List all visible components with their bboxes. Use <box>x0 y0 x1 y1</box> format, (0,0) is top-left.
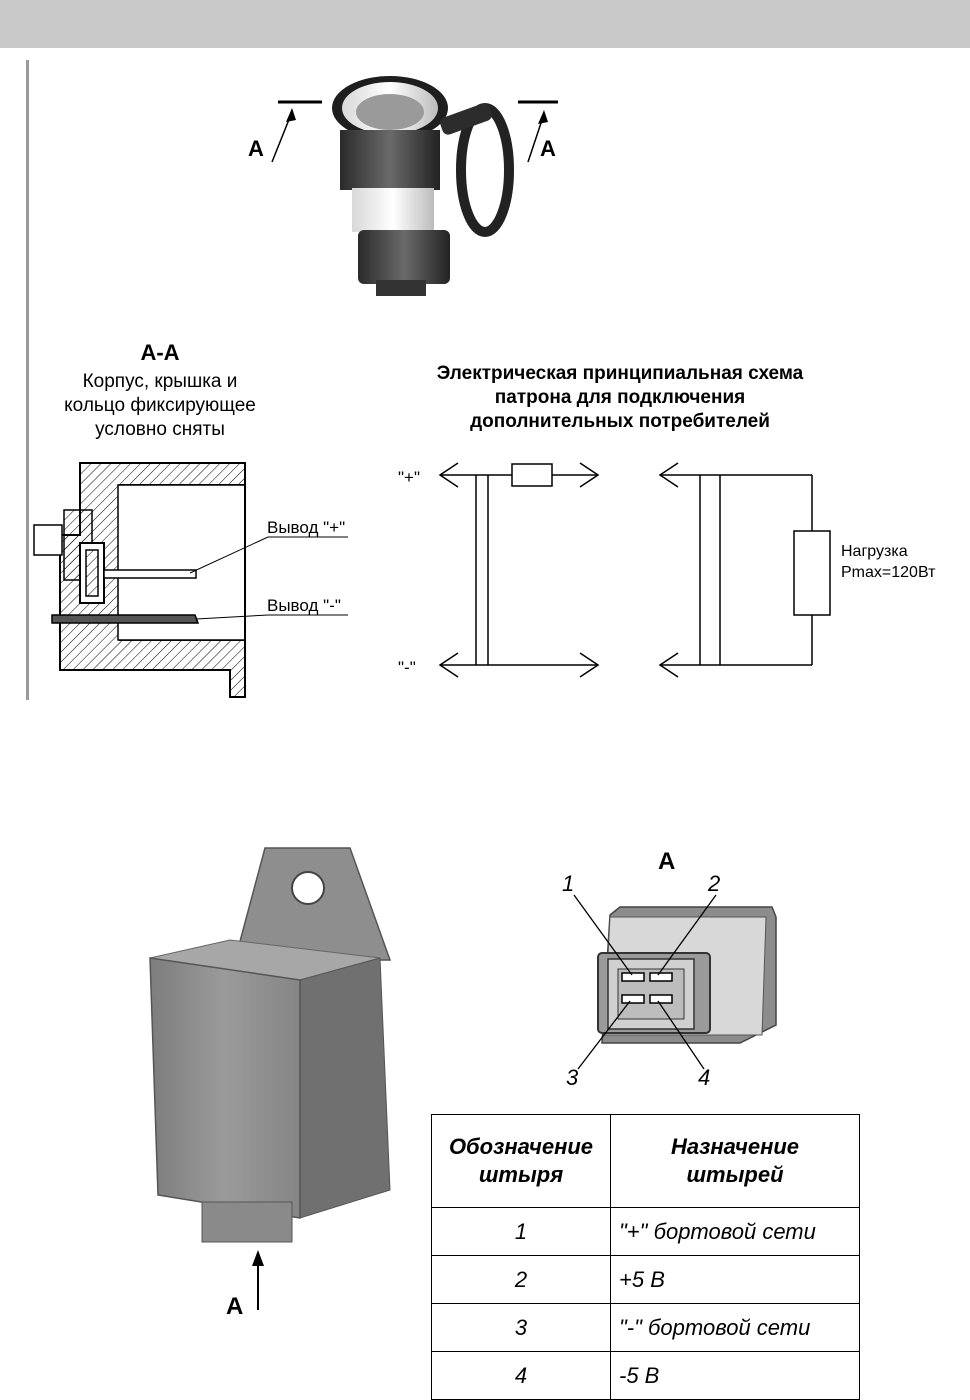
section-note-line: Корпус, крышка и <box>30 370 290 394</box>
schema-minus-label: "-" <box>398 658 416 677</box>
left-margin-rule <box>26 60 29 700</box>
purpose-cell: "-" бортовой сети <box>611 1304 860 1352</box>
view-arrow-label: A <box>226 1293 243 1320</box>
terminal-minus-label: Вывод "-" <box>267 596 341 615</box>
section-letter-left: A <box>248 136 264 161</box>
socket-photo-figure: A A <box>240 70 580 310</box>
section-note-line: кольцо фиксирующее <box>30 394 290 418</box>
schema-title: Электрическая принципиальная схема патро… <box>380 362 860 434</box>
pin-table-header-purpose: Назначение штырей <box>611 1115 860 1208</box>
pin-table: Обозначение штыря Назначение штырей 1 "+… <box>431 1114 860 1400</box>
section-title: A-A <box>100 340 220 366</box>
header-line: Обозначение <box>433 1133 609 1161</box>
connector-view: A 1 2 3 4 <box>540 845 800 1095</box>
pin-number-3: 3 <box>566 1065 579 1090</box>
pin-cell: 1 <box>432 1208 611 1256</box>
socket-section-drawing: Вывод "+" Вывод "-" <box>30 455 360 705</box>
pin-cell: 2 <box>432 1256 611 1304</box>
pin-number-2: 2 <box>707 871 720 896</box>
section-note: Корпус, крышка и кольцо фиксирующее усло… <box>30 370 290 442</box>
pin-cell: 3 <box>432 1304 611 1352</box>
header-line: штыря <box>433 1161 609 1189</box>
purpose-cell: +5 В <box>611 1256 860 1304</box>
pin-table-header-pin: Обозначение штыря <box>432 1115 611 1208</box>
schema-diagram: "+" "-" Нагрузка Pmax=120Вт <box>390 455 960 695</box>
connector-title: A <box>658 848 675 875</box>
schema-title-line: патрона для подключения <box>380 386 860 410</box>
table-row: 2 +5 В <box>432 1256 860 1304</box>
pin-cell: 4 <box>432 1352 611 1400</box>
schema-title-line: дополнительных потребителей <box>380 410 860 434</box>
section-letter-right: A <box>540 136 556 161</box>
table-row: 1 "+" бортовой сети <box>432 1208 860 1256</box>
load-label: Нагрузка <box>841 543 908 560</box>
table-row: 3 "-" бортовой сети <box>432 1304 860 1352</box>
header-line: штырей <box>612 1161 858 1189</box>
header-line: Назначение <box>612 1133 858 1161</box>
pin-table-header: Обозначение штыря Назначение штырей <box>432 1115 860 1208</box>
load-pmax-label: Pmax=120Вт <box>841 564 936 581</box>
pin-number-1: 1 <box>562 871 574 896</box>
relay-figure: A <box>140 840 410 1320</box>
terminal-plus-label: Вывод "+" <box>267 518 345 537</box>
section-note-line: условно сняты <box>30 418 290 442</box>
header-bar <box>0 0 970 48</box>
table-row: 4 -5 В <box>432 1352 860 1400</box>
schema-title-line: Электрическая принципиальная схема <box>380 362 860 386</box>
pin-number-4: 4 <box>698 1065 710 1090</box>
purpose-cell: "+" бортовой сети <box>611 1208 860 1256</box>
schema-plus-label: "+" <box>398 468 420 487</box>
purpose-cell: -5 В <box>611 1352 860 1400</box>
